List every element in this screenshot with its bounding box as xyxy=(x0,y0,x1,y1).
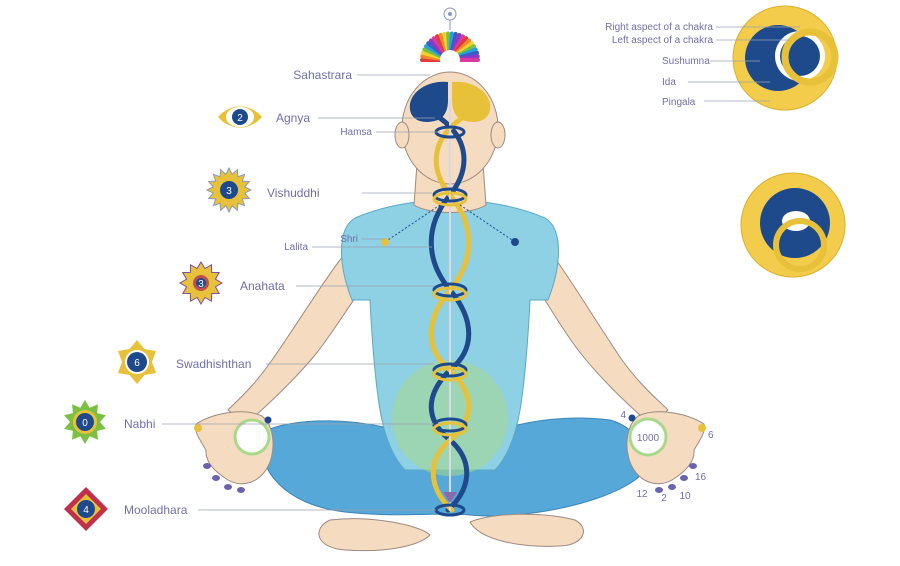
hand-number-10: 10 xyxy=(679,491,691,502)
kundalini-triangle xyxy=(443,492,457,503)
label-nabhi: Nabhi xyxy=(124,417,155,431)
nabhi-icon xyxy=(64,400,106,444)
label-lalita: Lalita xyxy=(284,242,308,253)
hand-number-2: 2 xyxy=(661,493,667,504)
shri-lalita-markers xyxy=(381,204,519,246)
left-thumb-tip xyxy=(194,424,202,432)
right-foot xyxy=(469,513,584,547)
label-agnya: Agnya xyxy=(276,111,310,125)
left-ear xyxy=(394,121,410,149)
vishuddhi-icon xyxy=(205,166,253,214)
left-brain-half xyxy=(409,81,448,123)
swadhishthan-icon xyxy=(117,340,157,384)
right-thumb-tip xyxy=(698,424,706,432)
vishuddhi-number: 3 xyxy=(226,186,232,197)
left-palm-chakra xyxy=(233,418,271,456)
right-brain-half xyxy=(452,81,491,123)
left-fingertips xyxy=(203,463,245,493)
right-ear xyxy=(490,121,506,149)
legend-right-aspect: Right aspect of a chakra xyxy=(605,22,713,33)
legend-left-aspect: Left aspect of a chakra xyxy=(612,35,714,46)
hand-number-12: 12 xyxy=(636,489,648,500)
hand-number-4: 4 xyxy=(620,410,626,421)
hand-number-6: 6 xyxy=(708,430,714,441)
label-swadhishthan: Swadhishthan xyxy=(176,357,251,371)
sahastrara-crown xyxy=(420,7,480,70)
left-foot xyxy=(318,518,431,552)
right-fingertips xyxy=(655,463,697,493)
label-anahata: Anahata xyxy=(240,279,285,293)
chakra-rings xyxy=(432,125,468,517)
anahata-icon xyxy=(179,261,223,305)
label-shri: Shri xyxy=(340,234,358,245)
nabhi-number: 0 xyxy=(82,418,88,429)
left-palm-dot xyxy=(264,416,272,424)
right-palm-dot xyxy=(628,414,636,422)
label-hamsa: Hamsa xyxy=(340,127,372,138)
legend-diagram-bottom xyxy=(740,172,846,278)
anahata-number: 3 xyxy=(198,279,204,290)
legend-ida: Ida xyxy=(662,77,676,88)
pingala-channel xyxy=(428,115,472,513)
mooladhara-icon xyxy=(64,487,108,531)
swadhishthan-number: 6 xyxy=(134,358,140,369)
legend-diagram-top xyxy=(732,5,839,111)
right-palm-chakra xyxy=(628,417,668,457)
label-mooladhara: Mooladhara xyxy=(124,503,188,517)
hand-number-1000: 1000 xyxy=(637,433,660,444)
meditating-figure xyxy=(194,71,706,552)
legend-pingala: Pingala xyxy=(662,97,696,108)
legend-sushumna: Sushumna xyxy=(662,56,710,67)
mooladhara-number: 4 xyxy=(83,505,89,516)
agnya-number: 2 xyxy=(237,113,243,124)
hand-number-16: 16 xyxy=(695,472,707,483)
label-sahastrara: Sahastrara xyxy=(293,68,352,82)
agnya-icon xyxy=(218,106,262,128)
label-vishuddhi: Vishuddhi xyxy=(267,186,320,200)
